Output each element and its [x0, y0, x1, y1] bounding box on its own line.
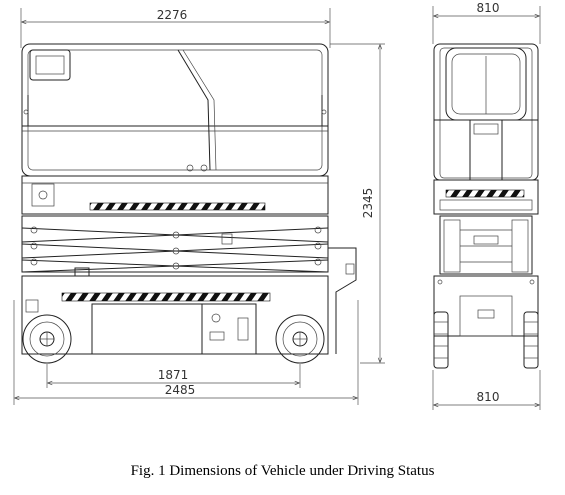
- guard-rail: [21, 43, 329, 177]
- hazard-stripe-chassis: [61, 292, 271, 302]
- dim-label-1871: 1871: [158, 368, 189, 382]
- front-scissor-stack: [439, 215, 533, 275]
- chassis: [21, 247, 357, 355]
- side-view: 2276: [13, 8, 385, 405]
- front-left-wheel: [433, 311, 449, 369]
- platform-deck: [21, 164, 329, 215]
- scissor-stack: [21, 215, 329, 273]
- dimension-overall-length: 2485: [13, 300, 359, 405]
- hazard-stripe-front: [445, 189, 525, 198]
- front-view: 810: [432, 1, 541, 410]
- dimension-bottom-width: 810: [432, 370, 541, 410]
- dim-label-2345: 2345: [361, 188, 375, 219]
- dim-label-2485: 2485: [165, 383, 196, 397]
- dim-label-2276: 2276: [157, 8, 188, 22]
- front-wheel: [22, 314, 72, 364]
- rear-wheel: [275, 314, 325, 364]
- dimension-top-width: 810: [432, 1, 541, 44]
- front-chassis: [433, 275, 539, 337]
- front-right-wheel: [523, 311, 539, 369]
- dimension-wheelbase: 1871: [46, 364, 301, 388]
- dimension-height: 2345: [330, 43, 385, 364]
- hazard-stripe-platform: [89, 202, 266, 211]
- dim-label-810-top: 810: [477, 1, 500, 15]
- dimension-platform-length: 2276: [20, 8, 331, 48]
- front-platform-deck: [433, 179, 539, 215]
- front-guard-rail: [433, 43, 539, 181]
- dim-label-810-bottom: 810: [477, 390, 500, 404]
- figure-caption: Fig. 1 Dimensions of Vehicle under Drivi…: [130, 463, 435, 479]
